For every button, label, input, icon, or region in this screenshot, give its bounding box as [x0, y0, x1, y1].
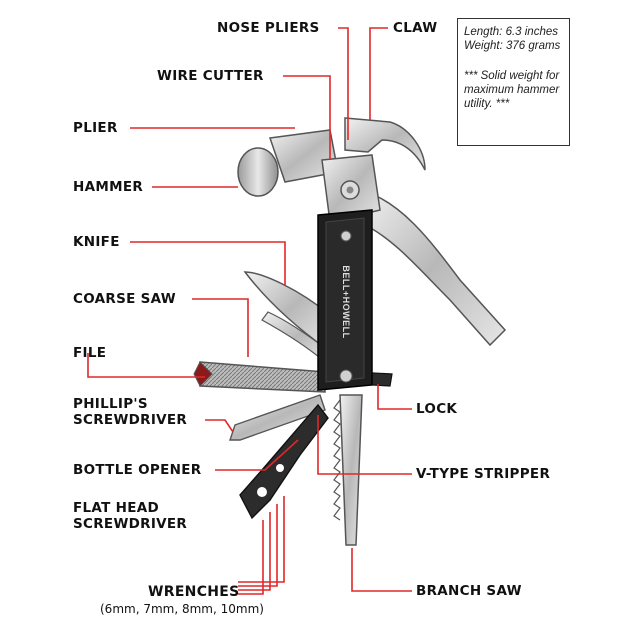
handle-rivet-bottom: [339, 369, 353, 383]
spec-box: Length: 6.3 inches Weight: 376 grams ***…: [457, 18, 570, 146]
label-branch-saw: BRANCH SAW: [416, 583, 522, 599]
leader-bottle-opener: [215, 439, 299, 471]
label-v-type-stripper: V-TYPE STRIPPER: [416, 466, 551, 482]
leader-wrench-2: [238, 512, 271, 591]
label-phillips-line1: PHILLIP'S: [73, 396, 148, 412]
leader-coarse-saw: [192, 298, 249, 357]
label-wrenches: WRENCHES: [148, 584, 240, 600]
leader-knife: [130, 241, 286, 286]
label-claw: CLAW: [393, 20, 438, 36]
wrench-hole-2: [276, 464, 284, 472]
leader-branch-saw: [351, 548, 412, 592]
label-hammer: HAMMER: [73, 179, 144, 195]
plier-arm: [359, 189, 507, 347]
label-phillips-line2: SCREWDRIVER: [73, 412, 188, 428]
leader-phillips: [205, 419, 234, 433]
label-plier: PLIER: [73, 120, 118, 136]
leader-lock: [377, 384, 412, 410]
handle-rivet-top: [340, 230, 352, 242]
label-nose-pliers: NOSE PLIERS: [217, 20, 320, 36]
label-knife: KNIFE: [73, 234, 120, 250]
leader-v-stripper: [317, 415, 412, 475]
claw-shape: [344, 117, 426, 171]
label-flat-head-line1: FLAT HEAD: [73, 500, 160, 516]
leader-claw: [369, 27, 388, 120]
spec-note: *** Solid weight for maximum hammer util…: [464, 70, 560, 110]
leader-wrench-3: [238, 504, 278, 587]
branch-saw-teeth: [333, 399, 341, 521]
branch-saw-blade: [339, 394, 363, 546]
label-bottle-opener: BOTTLE OPENER: [73, 462, 202, 478]
spec-weight: Weight: 376 grams: [464, 40, 561, 52]
file-tip: [193, 361, 213, 387]
label-flat-head-line2: SCREWDRIVER: [73, 516, 188, 532]
spec-length: Length: 6.3 inches: [464, 26, 558, 38]
label-wire-cutter: WIRE CUTTER: [157, 68, 264, 84]
label-lock: LOCK: [416, 401, 458, 417]
label-wrench-sizes: (6mm, 7mm, 8mm, 10mm): [100, 602, 264, 616]
leader-wire-cutter: [283, 75, 331, 160]
phillips-driver: [229, 394, 326, 441]
leader-wrench-4: [238, 496, 285, 583]
hammer-face: [237, 147, 279, 197]
knife-blade: [243, 271, 331, 352]
leader-file: [87, 353, 205, 378]
leader-wrench-1: [238, 520, 264, 595]
label-file: FILE: [73, 345, 107, 361]
label-coarse-saw: COARSE SAW: [73, 291, 176, 307]
handle-inner: [325, 217, 365, 383]
pivot-rivet-inner: [346, 186, 354, 194]
leader-nose-pliers: [338, 27, 349, 140]
wrench-hole-1: [257, 487, 267, 497]
